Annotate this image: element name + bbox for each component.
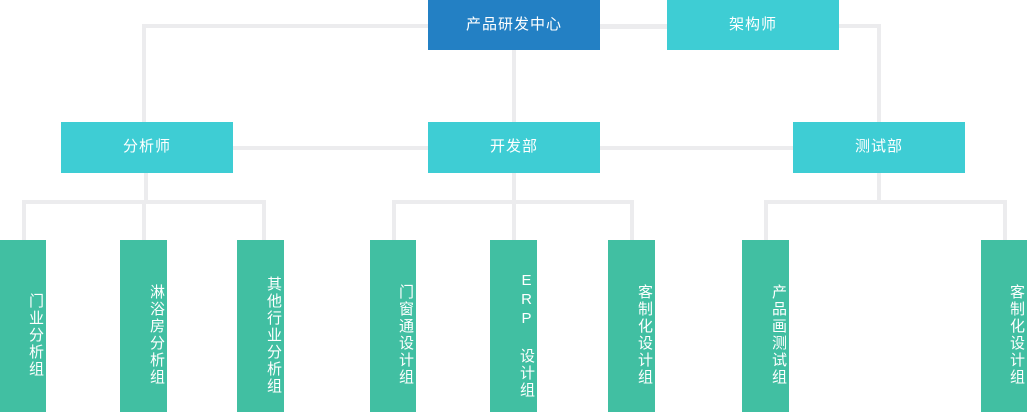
node-leaf-door-window-design[interactable]: 门窗通设计组 [370, 240, 416, 412]
connector-root-down [512, 50, 516, 122]
node-leaf-custom-design-dev[interactable]: 客制化设计组 [608, 240, 655, 412]
connector-level2-bar [142, 24, 514, 28]
node-leaf-other-industry-analysis[interactable]: 其他行业分析组 [237, 240, 284, 412]
connector-test-children-bar [764, 200, 1007, 204]
node-branch-analyst[interactable]: 分析师 [61, 122, 233, 173]
connector-test-child-2 [1003, 200, 1007, 240]
connector-dev-to-test [600, 146, 793, 150]
node-branch-dev-dept[interactable]: 开发部 [428, 122, 600, 173]
connector-test-down [877, 173, 881, 203]
node-branch-test-dept[interactable]: 测试部 [793, 122, 965, 173]
connector-dev-down [512, 173, 516, 203]
node-leaf-shower-room-analysis[interactable]: 淋浴房分析组 [120, 240, 167, 412]
node-leaf-erp-design[interactable]: ERP 设计组 [490, 240, 537, 412]
node-leaf-product-image-test[interactable]: 产品画测试组 [742, 240, 789, 412]
node-leaf-custom-design-test[interactable]: 客制化设计组 [981, 240, 1027, 412]
node-leaf-door-industry-analysis[interactable]: 门业分析组 [0, 240, 46, 412]
connector-dev-child-3 [630, 200, 634, 240]
connector-to-analyst [142, 24, 146, 122]
connector-analyst-to-dev [232, 146, 428, 150]
connector-analyst-child-1 [22, 200, 26, 240]
connector-analyst-child-2 [142, 200, 146, 240]
connector-analyst-down [144, 173, 148, 203]
node-root-product-rnd-center[interactable]: 产品研发中心 [428, 0, 600, 50]
connector-to-test-dept [877, 24, 881, 122]
connector-test-child-1 [764, 200, 768, 240]
node-architect[interactable]: 架构师 [667, 0, 839, 50]
connector-dev-child-1 [392, 200, 396, 240]
connector-analyst-child-3 [262, 200, 266, 240]
connector-dev-child-2 [512, 200, 516, 240]
